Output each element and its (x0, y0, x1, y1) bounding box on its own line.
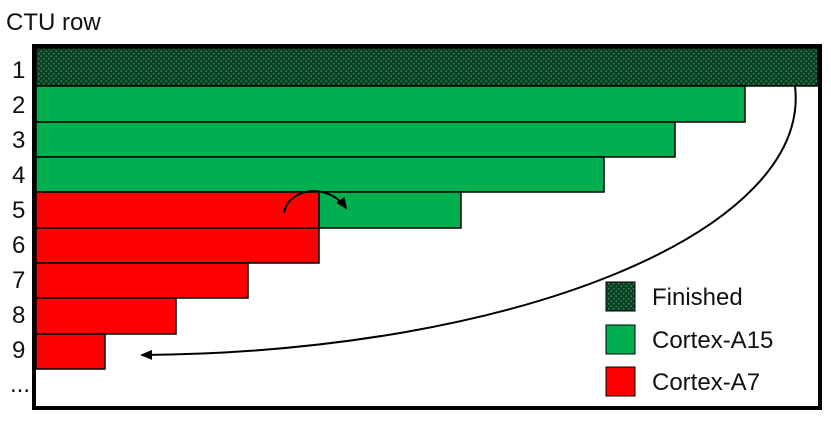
legend-swatch-finished (605, 281, 636, 312)
row-wrap-arrow (140, 85, 797, 360)
row-2-a15-bar (35, 85, 746, 123)
row-5-a15-bar (318, 191, 462, 229)
row-label-6: 6 (12, 232, 25, 259)
legend-swatch-cortex-a15 (605, 324, 636, 355)
row-bars (35, 47, 819, 370)
row-3-a15-bar (35, 121, 676, 158)
axis-title: CTU row (6, 9, 101, 36)
row-7-a7-bar (35, 262, 249, 299)
row-5-a7-bar (35, 191, 320, 229)
legend: Finished Cortex-A15 Cortex-A7 (605, 281, 773, 397)
legend-label-finished: Finished (652, 284, 743, 311)
legend-swatch-cortex-a7 (605, 366, 636, 397)
row-1-finished-bar (35, 47, 819, 87)
row-label-3: 3 (12, 127, 25, 154)
row-label-4: 4 (12, 162, 25, 189)
row-label-2: 2 (12, 92, 25, 119)
legend-label-cortex-a7: Cortex-A7 (652, 369, 760, 396)
diagram-frame (32, 44, 822, 410)
legend-label-cortex-a15: Cortex-A15 (652, 327, 773, 354)
row-label-7: 7 (12, 267, 25, 294)
row-8-a7-bar (35, 297, 177, 335)
row-9-a7-bar (35, 333, 106, 370)
row-label-ellipsis: ... (10, 371, 30, 398)
row-4-a15-bar (35, 156, 605, 193)
row-6-a7-bar (35, 227, 320, 264)
row-label-8: 8 (12, 302, 25, 329)
row-labels: 1 2 3 4 5 6 7 8 9 ... (10, 57, 30, 398)
row-label-9: 9 (12, 337, 25, 364)
core-switch-arrow (283, 190, 348, 214)
row-label-1: 1 (12, 57, 25, 84)
row-label-5: 5 (12, 197, 25, 224)
